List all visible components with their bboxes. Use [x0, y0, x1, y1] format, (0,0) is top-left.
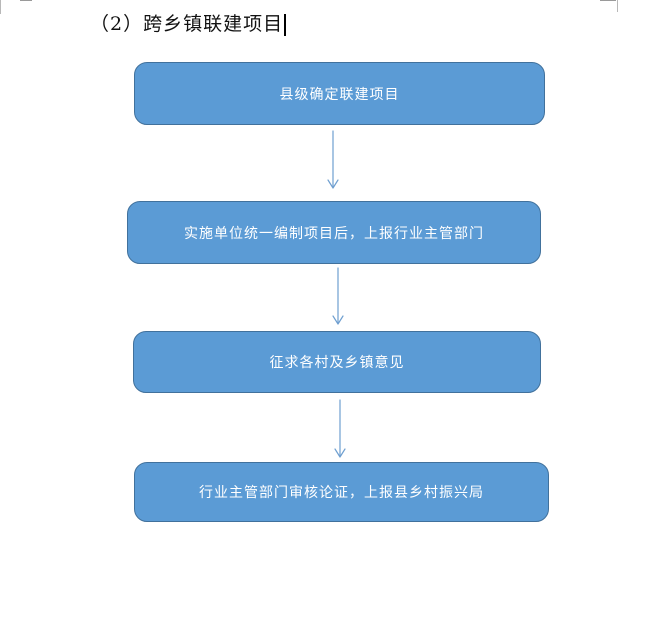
- page-corner-mark: [0, 0, 1, 14]
- flow-step-3[interactable]: 征求各村及乡镇意见: [133, 331, 541, 393]
- page-corner-mark: [600, 0, 616, 1]
- flow-arrow-1: [327, 130, 339, 189]
- text-cursor: [284, 14, 287, 36]
- page-corner-mark: [20, 0, 32, 1]
- flow-step-4[interactable]: 行业主管部门审核论证，上报县乡村振兴局: [134, 462, 549, 522]
- flow-step-1[interactable]: 县级确定联建项目: [134, 62, 545, 125]
- flow-step-2-label: 实施单位统一编制项目后，上报行业主管部门: [184, 225, 484, 242]
- flow-step-3-label: 征求各村及乡镇意见: [269, 355, 405, 371]
- section-heading-text: （2）跨乡镇联建项目: [90, 13, 284, 35]
- flow-arrow-2: [332, 267, 344, 325]
- flow-step-1-label: 县级确定联建项目: [279, 86, 400, 103]
- flow-step-2[interactable]: 实施单位统一编制项目后，上报行业主管部门: [127, 201, 541, 264]
- page-corner-mark: [617, 0, 618, 12]
- flow-arrow-3: [334, 399, 346, 458]
- flow-step-4-label: 行业主管部门审核论证，上报县乡村振兴局: [199, 485, 484, 501]
- section-heading[interactable]: （2）跨乡镇联建项目: [90, 10, 287, 38]
